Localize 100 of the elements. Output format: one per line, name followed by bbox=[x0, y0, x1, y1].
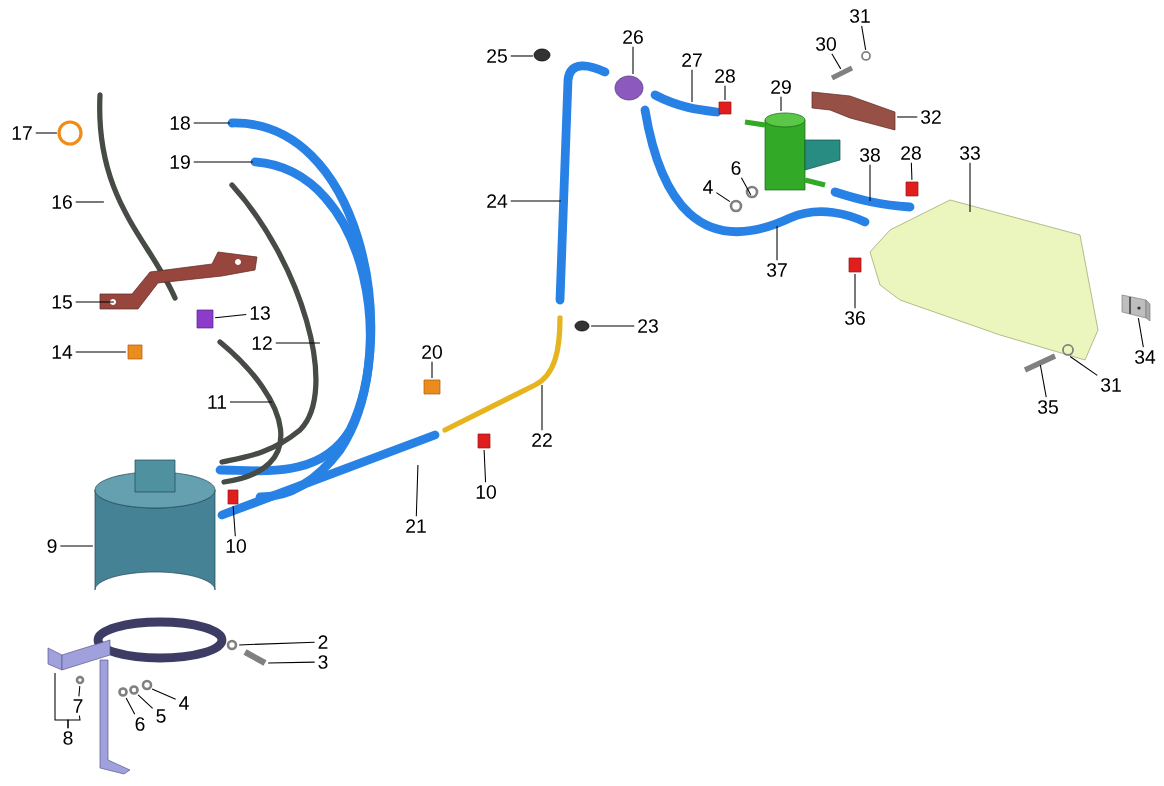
hose bbox=[250, 157, 375, 502]
callout-number: 23 bbox=[638, 319, 658, 333]
leader-line bbox=[232, 505, 236, 537]
hose-clip bbox=[848, 257, 862, 273]
spring-clip bbox=[57, 120, 83, 146]
leader-line bbox=[214, 313, 247, 319]
leader-line bbox=[59, 545, 94, 547]
leader-line bbox=[1039, 364, 1047, 398]
leader-line bbox=[229, 401, 273, 403]
leader-line bbox=[193, 161, 254, 163]
leader-line bbox=[541, 384, 543, 431]
bolt bbox=[830, 65, 854, 81]
callout-number: 26 bbox=[623, 30, 643, 44]
bolt bbox=[1023, 353, 1057, 373]
callout-number: 11 bbox=[208, 395, 227, 409]
callout-number: 33 bbox=[960, 146, 980, 160]
leader-line bbox=[691, 69, 693, 103]
leader-line bbox=[125, 697, 136, 715]
callout-number: 10 bbox=[226, 539, 246, 553]
leader-line bbox=[67, 715, 81, 729]
leader-line bbox=[35, 132, 58, 134]
callout-number: 15 bbox=[52, 295, 72, 309]
hose-clip bbox=[127, 344, 143, 360]
leader-line bbox=[137, 694, 154, 709]
leader-line bbox=[415, 464, 419, 517]
callout-number: 37 bbox=[767, 263, 787, 277]
hose bbox=[830, 187, 915, 212]
callout-number: 27 bbox=[682, 53, 702, 67]
leader-line bbox=[75, 351, 127, 353]
hose-clip bbox=[477, 433, 491, 449]
hose-clip bbox=[905, 181, 919, 197]
leader-line bbox=[431, 361, 433, 379]
leader-line bbox=[910, 162, 913, 181]
leader-line bbox=[715, 192, 731, 203]
clip bbox=[1121, 294, 1151, 322]
leader-line bbox=[510, 55, 534, 57]
leader-line bbox=[854, 273, 856, 309]
callout-number: 9 bbox=[47, 539, 57, 553]
leader-line bbox=[632, 46, 634, 75]
grommet bbox=[533, 48, 551, 62]
leader-line bbox=[969, 162, 971, 213]
leader-line bbox=[1137, 317, 1144, 348]
hose bbox=[650, 90, 722, 117]
leader-line bbox=[275, 342, 321, 344]
callout-number: 34 bbox=[1135, 350, 1156, 364]
callout-number: 24 bbox=[487, 194, 508, 208]
callout-number: 25 bbox=[487, 49, 507, 63]
leader-line bbox=[1069, 355, 1098, 376]
callout-number: 20 bbox=[422, 345, 442, 359]
leader-line bbox=[75, 301, 115, 303]
washer bbox=[861, 51, 871, 61]
inline-filter bbox=[196, 309, 214, 329]
callout-number: 22 bbox=[532, 433, 552, 447]
valve bbox=[614, 75, 644, 101]
leader-line bbox=[780, 96, 782, 112]
leader-line bbox=[78, 685, 81, 697]
callout-number: 12 bbox=[252, 336, 272, 350]
washer bbox=[226, 639, 238, 651]
fuel-tank bbox=[869, 199, 1099, 361]
callout-number: 31 bbox=[850, 9, 870, 23]
bolt bbox=[243, 649, 267, 666]
grommet bbox=[574, 320, 590, 332]
hose bbox=[217, 430, 440, 520]
hose-clip bbox=[423, 379, 441, 395]
hose-clip bbox=[718, 101, 732, 115]
leader-line bbox=[869, 164, 871, 202]
callout-number: 19 bbox=[170, 155, 190, 169]
callout-number: 18 bbox=[170, 116, 190, 130]
fuel-filter bbox=[742, 112, 841, 191]
tube bbox=[442, 315, 563, 433]
callout-number: 35 bbox=[1038, 400, 1058, 414]
callout-number: 14 bbox=[52, 345, 73, 359]
canister bbox=[94, 459, 216, 591]
leader-line bbox=[861, 25, 867, 51]
callout-number: 13 bbox=[250, 306, 270, 320]
leader-line bbox=[831, 53, 842, 70]
leader-line bbox=[510, 200, 562, 202]
leader-line bbox=[896, 116, 918, 118]
leader-line bbox=[590, 325, 635, 327]
callout-number: 2 bbox=[318, 635, 328, 649]
mounting-bracket bbox=[811, 91, 896, 131]
callout-number: 21 bbox=[406, 519, 426, 533]
hose bbox=[555, 61, 610, 305]
callout-number: 3 bbox=[318, 655, 328, 669]
callout-number: 38 bbox=[860, 148, 880, 162]
callout-number: 16 bbox=[52, 195, 72, 209]
callout-number: 29 bbox=[771, 80, 791, 94]
leader-line bbox=[267, 661, 316, 664]
leader-line bbox=[740, 177, 752, 196]
leader-line bbox=[151, 688, 177, 700]
callout-number: 31 bbox=[1101, 378, 1121, 392]
callout-number: 32 bbox=[921, 110, 941, 124]
leader-line bbox=[193, 122, 231, 124]
leader-line bbox=[483, 449, 487, 483]
callout-number: 36 bbox=[845, 311, 865, 325]
callout-number: 28 bbox=[715, 69, 735, 83]
leader-line bbox=[238, 641, 316, 646]
leader-line bbox=[75, 201, 105, 203]
leader-line bbox=[776, 225, 778, 261]
callout-number: 17 bbox=[12, 126, 32, 140]
